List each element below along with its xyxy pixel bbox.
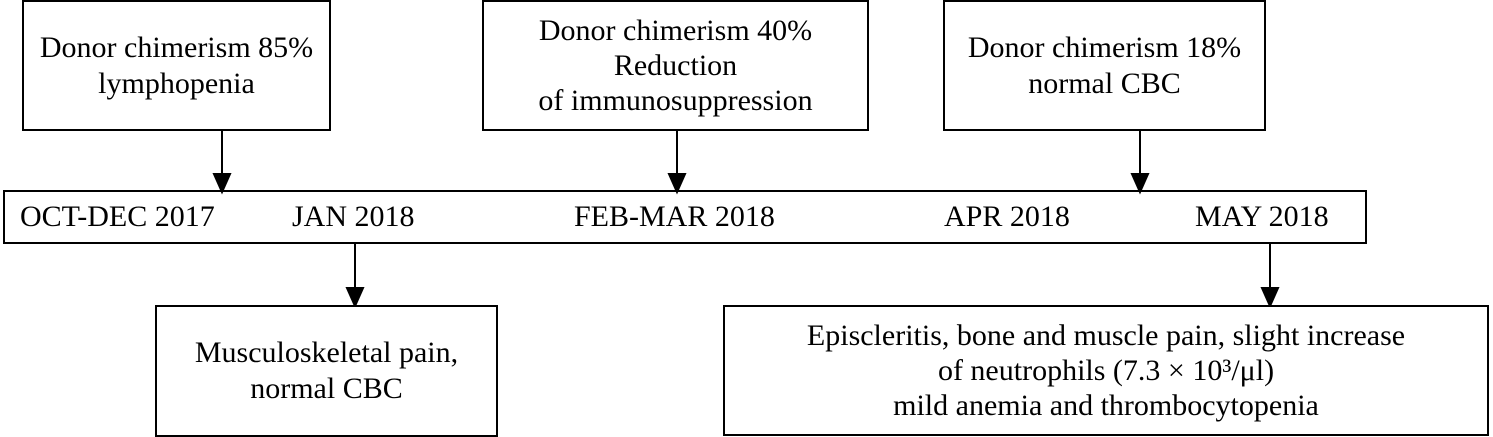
event-box-may-2018: Episcleritis, bone and muscle pain, slig… — [723, 305, 1489, 436]
event-text: Reduction — [613, 49, 738, 82]
timeline-label: OCT-DEC 2017 — [20, 200, 215, 233]
event-box-apr-2018: Donor chimerism 18% normal CBC — [943, 0, 1266, 131]
timeline-label: APR 2018 — [944, 200, 1070, 233]
timeline-label: FEB-MAR 2018 — [574, 200, 775, 233]
event-text: Donor chimerism 18% — [967, 30, 1242, 64]
timeline-bar: OCT-DEC 2017 JAN 2018 FEB-MAR 2018 APR 2… — [3, 190, 1367, 244]
event-text: Musculoskeletal pain, — [194, 336, 459, 369]
event-text: of neutrophils (7.3 × 10³/μl) — [937, 354, 1275, 387]
event-text: Donor chimerism 40% — [538, 14, 813, 47]
event-text: normal CBC — [1028, 66, 1181, 100]
event-text: Donor chimerism 85% — [39, 30, 314, 64]
event-box-feb-mar-2018: Donor chimerism 40% Reduction of immunos… — [482, 0, 869, 131]
event-text: lymphopenia — [98, 66, 255, 100]
event-text: normal CBC — [250, 372, 403, 405]
timeline-label: JAN 2018 — [292, 200, 415, 233]
event-box-jan-2018: Musculoskeletal pain, normal CBC — [155, 305, 498, 437]
event-text: mild anemia and thrombocytopenia — [893, 389, 1319, 422]
event-box-oct-dec-2017: Donor chimerism 85% lymphopenia — [22, 0, 331, 131]
event-text: of immunosuppression — [538, 84, 813, 117]
timeline-label: MAY 2018 — [1195, 200, 1329, 233]
event-text: Episcleritis, bone and muscle pain, slig… — [806, 319, 1406, 352]
